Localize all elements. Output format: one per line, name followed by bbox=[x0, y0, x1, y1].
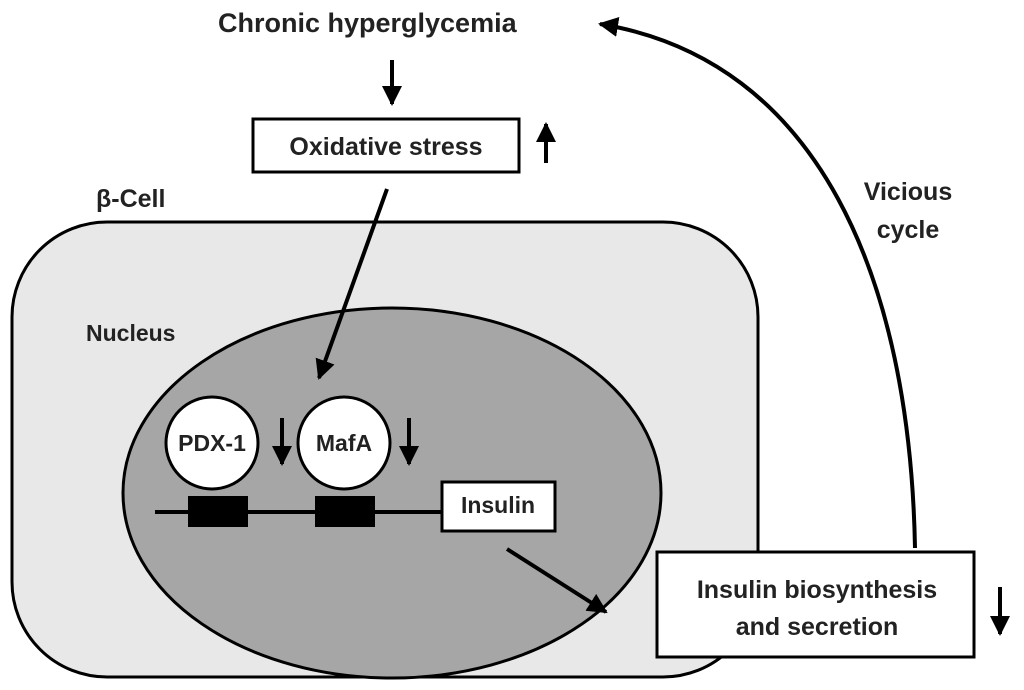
vicious-cycle-line2: cycle bbox=[877, 216, 940, 244]
oxidative-stress-box bbox=[251, 117, 521, 174]
pdx1-circle bbox=[164, 395, 260, 491]
mafa-label: MafA bbox=[316, 430, 372, 456]
output-line2: and secretion bbox=[736, 613, 899, 641]
promoter-element-1 bbox=[188, 496, 248, 527]
nucleus-label: Nucleus bbox=[86, 320, 175, 346]
vicious-cycle-line1: Vicious bbox=[864, 178, 952, 206]
chronic-hyperglycemia-label: Chronic hyperglycemia bbox=[218, 8, 518, 38]
insulin-gene-box bbox=[440, 480, 557, 533]
promoter-element-2 bbox=[315, 496, 375, 527]
mafa-circle bbox=[296, 395, 392, 491]
nucleus bbox=[121, 306, 663, 680]
pdx1-label: PDX-1 bbox=[178, 430, 246, 456]
insulin-biosynthesis-box bbox=[655, 550, 976, 659]
vicious-cycle-arrow bbox=[598, 17, 917, 549]
cell-label: β-Cell bbox=[96, 185, 165, 213]
oxidative-stress-label: Oxidative stress bbox=[289, 133, 482, 161]
gene-to-output-arrow bbox=[505, 547, 608, 614]
insulin-gene-label: Insulin bbox=[461, 492, 535, 518]
stress-to-nucleus-arrow bbox=[315, 188, 389, 380]
output-line1: Insulin biosynthesis bbox=[697, 576, 937, 604]
